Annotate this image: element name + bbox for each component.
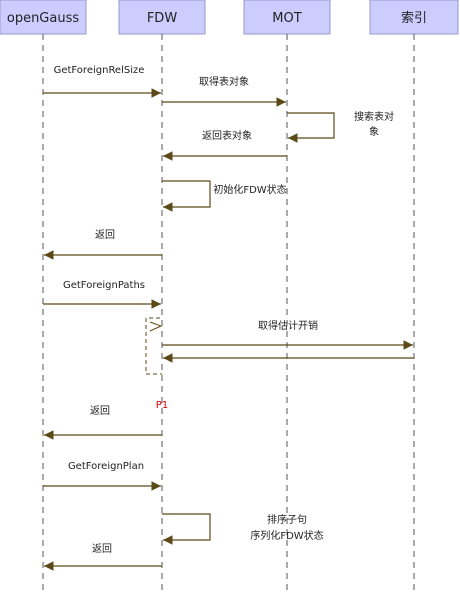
participant-opengauss: openGauss <box>0 0 87 35</box>
message-arrow-search-table-object <box>287 112 335 143</box>
message-label-return-1: 返回 <box>95 229 115 241</box>
message-label-get-foreign-paths: GetForeignPaths <box>63 280 145 291</box>
message-label-get-table-object: 取得表对象 <box>199 75 249 88</box>
message-label-return-3: 返回 <box>92 543 112 555</box>
participant-index-label: 索引 <box>401 11 427 26</box>
participant-mot-label: MOT <box>272 11 301 26</box>
marker-p1: P1 <box>156 400 168 411</box>
message-label-get-estimated-cost: 取得估计开销 <box>258 319 318 332</box>
message-label-return-2: 返回 <box>90 405 110 417</box>
message-label-get-foreign-plan: GetForeignPlan <box>68 461 144 472</box>
participant-mot: MOT <box>243 0 331 35</box>
loop-chevron-icon <box>149 321 163 332</box>
participant-index: 索引 <box>369 0 459 35</box>
participant-fdw-label: FDW <box>147 11 177 26</box>
message-label-serialize-fdw-state: 序列化FDW状态 <box>250 529 323 542</box>
message-arrow-init-fdw-state <box>162 180 211 212</box>
loop-bracket <box>145 317 162 375</box>
message-arrow-sort-serialize <box>162 513 211 545</box>
message-label-sort-clause: 排序子句 <box>267 513 307 526</box>
message-label-init-fdw-state: 初始化FDW状态 <box>213 183 286 196</box>
message-label-search-table-object-line2: 象 <box>369 126 379 138</box>
message-label-get-foreign-rel-size: GetForeignRelSize <box>54 65 145 76</box>
participant-fdw: FDW <box>118 0 206 35</box>
message-label-return-table-object: 返回表对象 <box>202 129 252 142</box>
message-label-search-table-object-line1: 搜索表对 <box>354 110 394 123</box>
participant-opengauss-label: openGauss <box>7 11 79 26</box>
